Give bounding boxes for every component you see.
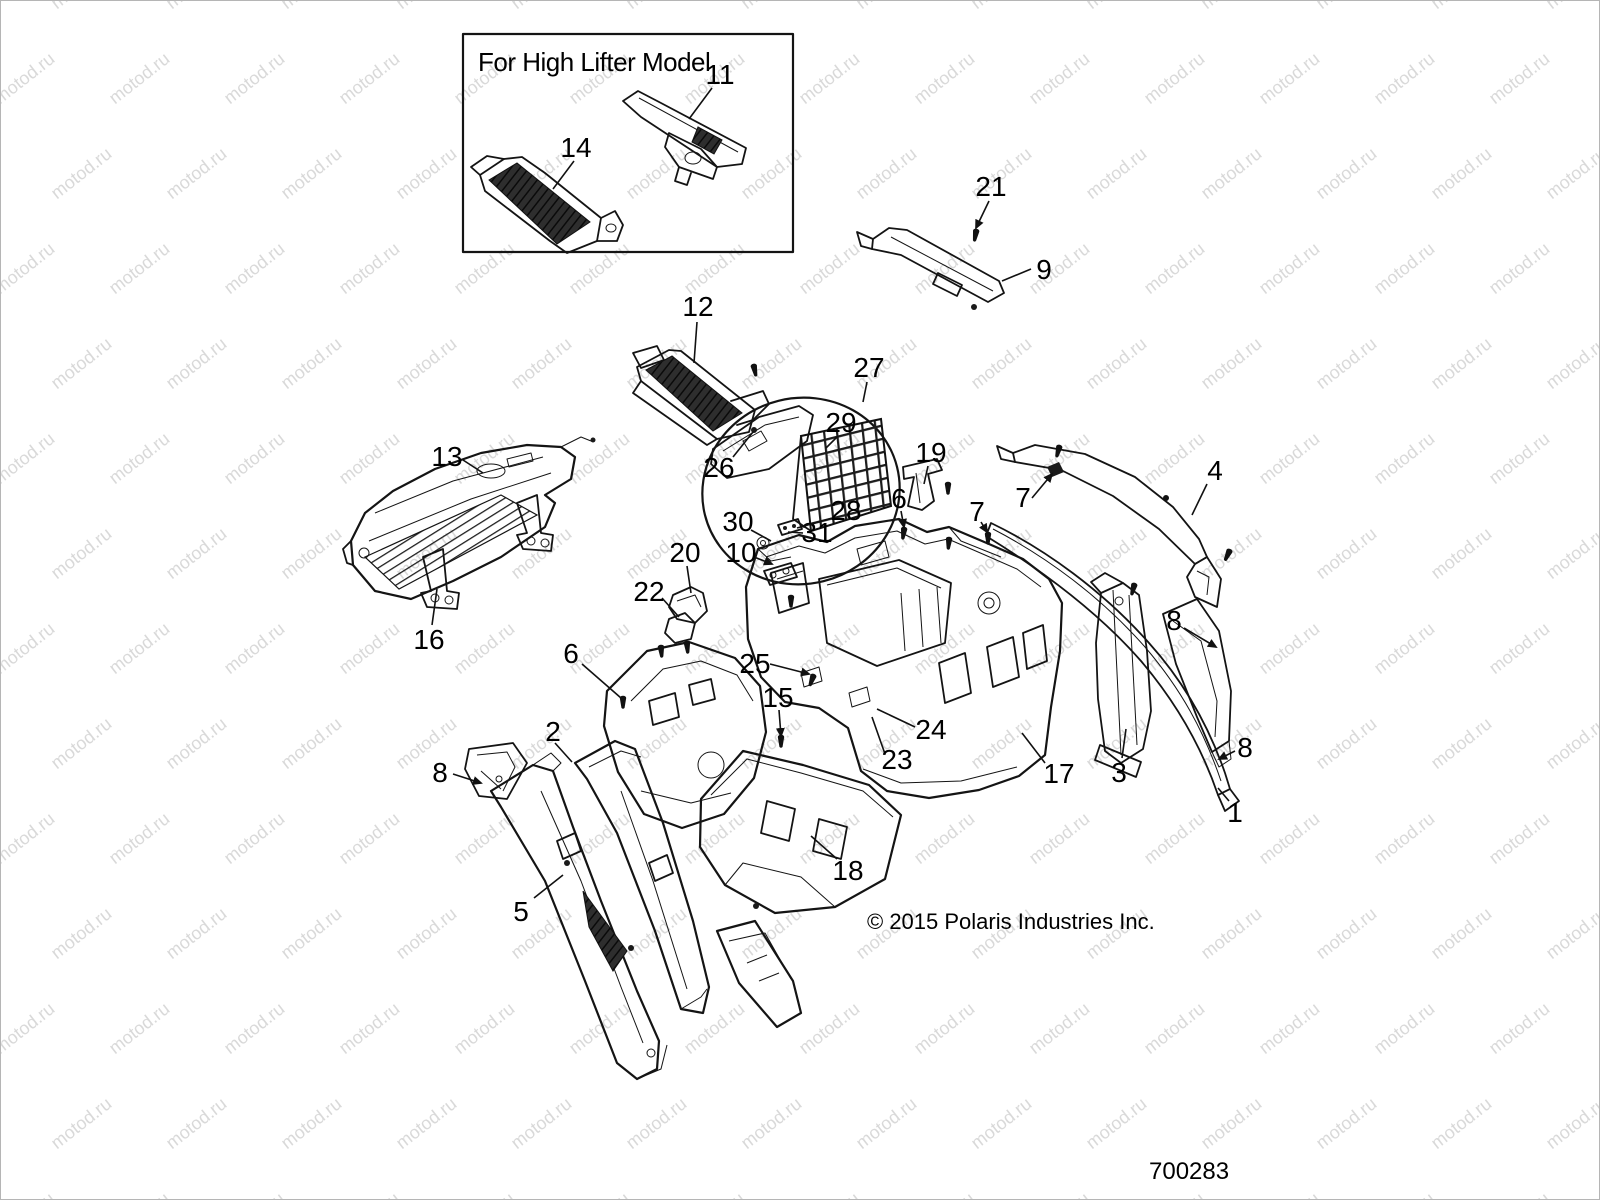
callout-label-17: 17 — [1043, 758, 1074, 789]
callout-label-6: 6 — [563, 638, 579, 669]
callout-label-25: 25 — [739, 648, 770, 679]
callout-label-21: 21 — [975, 171, 1006, 202]
part-11-bracket — [622, 90, 747, 186]
callout-leader-13 — [462, 459, 484, 474]
part-13-rear-guard — [342, 436, 596, 610]
callout-label-14: 14 — [560, 132, 591, 163]
callout-leader-27 — [862, 381, 868, 403]
part-29-mesh-screen — [792, 417, 893, 533]
callout-label-15: 15 — [762, 682, 793, 713]
callout-label-11: 11 — [705, 59, 734, 90]
callout-label-20: 20 — [669, 537, 700, 568]
callout-leader-1 — [1217, 787, 1230, 802]
callout-leader-22 — [661, 597, 680, 618]
callout-leader-20 — [686, 565, 692, 594]
part-16-bracket-leg — [420, 548, 460, 610]
diagram-id-text: 700283 — [1149, 1158, 1229, 1185]
callout-leader-17 — [1021, 732, 1046, 764]
callout-leader-2 — [554, 742, 573, 763]
part-8-left-bracket — [464, 742, 528, 800]
callout-label-9: 9 — [1036, 254, 1052, 285]
callout-label-13: 13 — [431, 441, 462, 472]
callout-label-3: 3 — [1111, 757, 1127, 788]
callout-leader-28 — [796, 517, 834, 529]
part-2-fender-flare — [573, 739, 803, 1029]
callout-leader-31 — [787, 531, 804, 534]
callout-leader-6 — [581, 663, 622, 699]
callout-label-4: 4 — [1207, 455, 1223, 486]
callout-leader-7 — [1031, 472, 1054, 499]
callout-label-30: 30 — [722, 506, 753, 537]
callout-label-7: 7 — [1015, 482, 1031, 513]
part-22-bracket — [664, 612, 696, 644]
part-19-bracket — [902, 458, 943, 511]
callout-label-23: 23 — [881, 744, 912, 775]
inset-box-title: For High Lifter Model — [478, 47, 710, 77]
part-14-vent — [470, 155, 624, 254]
callout-label-12: 12 — [682, 291, 713, 322]
callout-leader-24 — [876, 708, 916, 728]
copyright-text: © 2015 Polaris Industries Inc. — [867, 909, 1155, 934]
callout-leader-8 — [452, 773, 483, 785]
callout-leader-11 — [688, 87, 713, 120]
callout-label-22: 22 — [633, 576, 664, 607]
callout-label-8: 8 — [1166, 605, 1182, 636]
callout-label-8: 8 — [432, 757, 448, 788]
callout-leader-6 — [898, 510, 907, 529]
callout-leader-23 — [871, 716, 886, 755]
callout-label-7: 7 — [969, 496, 985, 527]
part-2-lower-segment — [715, 919, 803, 1029]
callout-label-19: 19 — [915, 437, 946, 468]
callout-leader-26 — [732, 431, 754, 458]
part-18-closeoff-panel — [698, 749, 903, 915]
callout-leader-16 — [431, 588, 438, 626]
part-9-support-bracket — [856, 227, 1005, 310]
part-12-vent — [632, 345, 770, 446]
callout-leader-4 — [1191, 483, 1208, 516]
callout-label-2: 2 — [545, 716, 561, 747]
callout-label-27: 27 — [853, 352, 884, 383]
callout-leader-18 — [810, 835, 838, 860]
callout-leader-8 — [1183, 627, 1218, 649]
callout-leader-14 — [552, 160, 575, 190]
part-27-storage-detail — [701, 396, 901, 586]
callout-leader-7 — [979, 521, 989, 534]
part-31-clip — [777, 518, 803, 536]
part-8-right-panel — [1162, 598, 1232, 768]
callout-leader-9 — [1001, 268, 1032, 282]
callout-leader-30 — [750, 529, 772, 542]
callout-label-18: 18 — [832, 855, 863, 886]
high-lifter-inset-box: For High Lifter Model — [461, 32, 795, 254]
callout-leader-10 — [753, 556, 774, 566]
callout-leader-29 — [825, 435, 839, 449]
callout-leader-12 — [693, 321, 698, 364]
callout-label-10: 10 — [725, 537, 756, 568]
callout-label-6: 6 — [891, 483, 907, 514]
callout-leader-19 — [923, 465, 929, 485]
callout-leader-21 — [975, 200, 990, 230]
callout-leader-25 — [769, 663, 811, 677]
callout-label-5: 5 — [513, 896, 529, 927]
part-20-bracket — [668, 586, 708, 624]
callout-label-28: 28 — [830, 495, 861, 526]
callout-leader-5 — [533, 874, 564, 899]
callout-label-1: 1 — [1227, 797, 1243, 828]
callout-label-8: 8 — [1237, 732, 1253, 763]
part-4-upper-trim — [996, 444, 1222, 608]
part-7-clip — [1047, 462, 1064, 477]
callout-label-29: 29 — [825, 407, 856, 438]
part-5-fender-flare — [489, 752, 668, 1081]
hardware-screws — [619, 228, 1234, 748]
callout-leader-15 — [775, 709, 785, 738]
part-3-support-channel — [1090, 572, 1152, 778]
part-13-bracket-leg — [516, 494, 554, 552]
callout-label-24: 24 — [915, 714, 946, 745]
callout-leader-3 — [1121, 728, 1127, 759]
callout-leader-8 — [1217, 750, 1236, 760]
callout-label-26: 26 — [703, 452, 734, 483]
callout-label-16: 16 — [413, 624, 444, 655]
